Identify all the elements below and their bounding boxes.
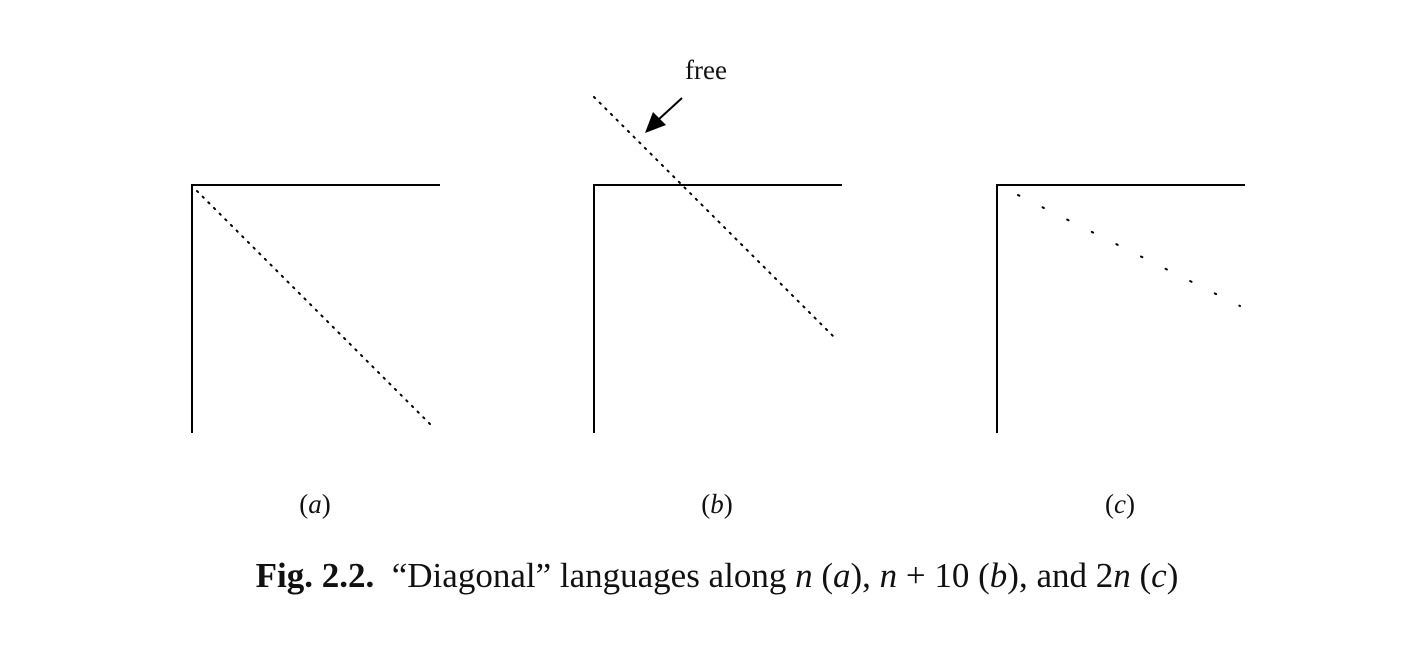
free-arrow-head — [645, 112, 666, 133]
panel-c-label: (c) — [1105, 489, 1135, 519]
panel-b: free (b) — [593, 55, 842, 519]
panel-a-axes — [191, 184, 440, 433]
panel-c-diagonal-2n — [1017, 194, 1241, 307]
panel-a-diagonal-n — [196, 190, 433, 427]
panel-b-axes — [593, 184, 842, 433]
panel-c: (c) — [996, 184, 1245, 519]
panel-b-diagonal-n-plus-10 — [593, 96, 837, 340]
panel-b-label: (b) — [701, 489, 733, 519]
figure-caption: Fig. 2.2. “Diagonal” languages along n (… — [256, 556, 1179, 595]
panel-c-axes — [996, 184, 1245, 433]
free-arrow-shaft — [657, 97, 683, 121]
panel-a-label: (a) — [299, 489, 331, 519]
panel-a: (a) — [191, 184, 440, 519]
caption-number: Fig. 2.2. — [256, 556, 375, 595]
free-annotation: free — [685, 55, 727, 85]
